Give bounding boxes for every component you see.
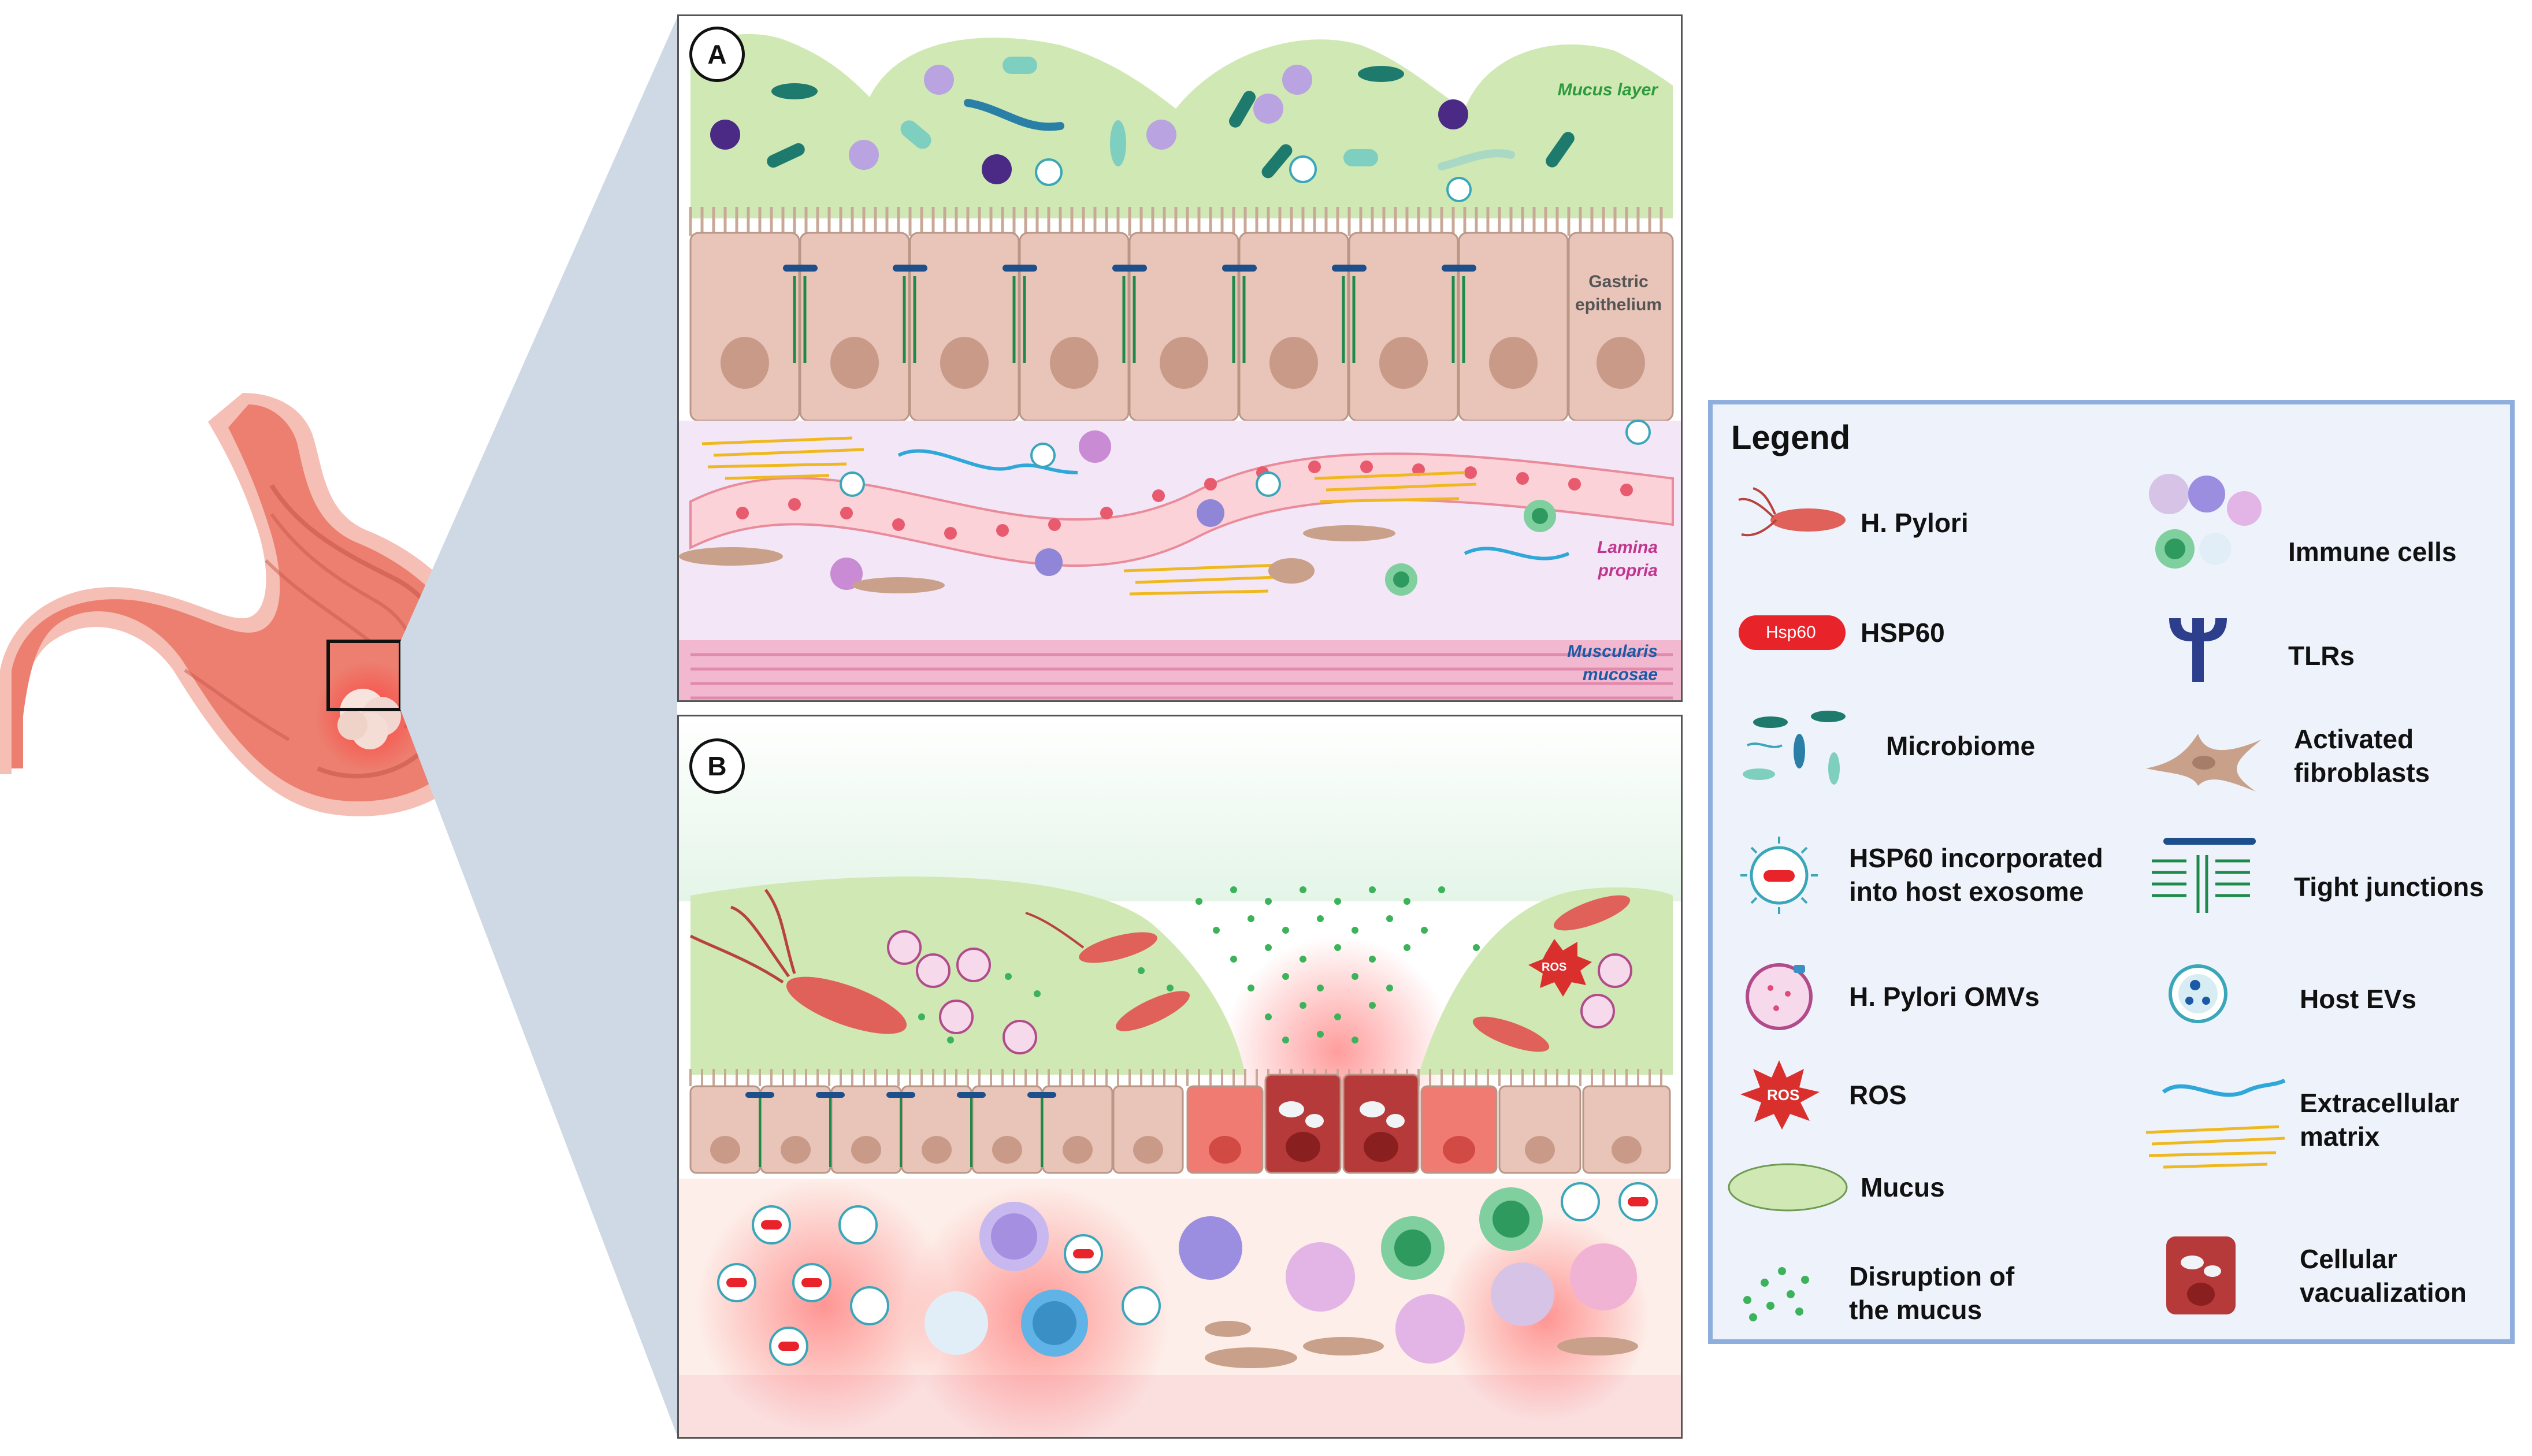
lamina-cells	[679, 419, 1651, 596]
legend-label-ros: ROS	[1849, 1080, 1907, 1110]
legend-label-tlr: TLRs	[2288, 641, 2355, 671]
legend-label-hsp60: HSP60	[1861, 618, 1945, 648]
lamina-propria-label: Lamina propria	[1597, 538, 1658, 580]
tight-junction-icon	[2152, 838, 2256, 913]
tight-junctions	[793, 276, 1465, 363]
mucus-disruption-dots	[918, 886, 1480, 1043]
legend-panel: Legend H. Pylori Hsp60 HSP60 Microbiome …	[1708, 400, 2515, 1344]
immune-cells-icon	[2149, 474, 2262, 569]
vacuolization-icon	[2166, 1236, 2236, 1314]
ecm-icon	[2145, 1078, 2286, 1169]
omv-icon	[1746, 963, 1813, 1030]
legend-label-fibroblast: Activated fibroblasts	[2294, 724, 2430, 788]
gastric-epithelium-label: Gastric epithelium	[1575, 272, 1662, 314]
panel-a-letter: A	[689, 27, 745, 82]
panel-b-drawing	[679, 716, 1681, 1437]
ecm-fiber	[897, 449, 1078, 474]
extracellular-matrix	[701, 436, 1477, 596]
mucus-layer-label: Mucus layer	[1557, 80, 1658, 99]
legend-title: Legend	[1731, 419, 1851, 456]
panel-a: A Mucus layer Gastric epithelium Lamina …	[677, 14, 1683, 702]
activated-fibroblasts	[1205, 1321, 1638, 1368]
stomach-illustration	[0, 393, 497, 816]
hsp60-icon	[1739, 615, 1846, 650]
legend-label-hsp60-exosome: HSP60 incorporated into host exosome	[1849, 843, 2103, 907]
legend-label-mucus-disruption: Disruption of the mucus	[1849, 1261, 2015, 1325]
omv-cluster	[887, 930, 1632, 1054]
legend-label-vacuolization: Cellular vacualization	[2300, 1244, 2467, 1308]
legend-label-mucus: Mucus	[1861, 1172, 1945, 1202]
ros-badge-text: ROS	[1767, 1086, 1800, 1104]
ros-burst	[1528, 939, 1592, 997]
zoom-wedge	[400, 17, 677, 1436]
panel-a-drawing	[679, 34, 1681, 700]
ros-icon	[1740, 1060, 1820, 1130]
legend-label-ecm: Extracellular matrix	[2300, 1088, 2460, 1152]
h-pylori-icon	[1738, 487, 1846, 537]
gastric-epithelium-cells	[689, 232, 1674, 422]
panel-b-letter: B	[689, 738, 745, 794]
panel-b: B ROS	[677, 715, 1683, 1439]
legend-label-omv: H. Pylori OMVs	[1849, 982, 2040, 1012]
tlr-icon	[2169, 618, 2227, 682]
ros-label: ROS	[1542, 961, 1567, 974]
legend-label-host-evs: Host EVs	[2300, 984, 2416, 1014]
muscularis-mucosae-label: Muscularis mucosae	[1567, 642, 1658, 684]
fibroblast-icon	[2146, 734, 2262, 792]
immune-cells	[925, 1187, 1637, 1364]
mucus-disruption-icon	[1743, 1267, 1809, 1321]
hsp60-badge-text: Hsp60	[1766, 623, 1816, 642]
h-pylori-bacteria	[689, 889, 1631, 1052]
legend-label-microbiome: Microbiome	[1886, 731, 2036, 761]
microbiome-icon	[1743, 711, 1846, 785]
microbiome-cluster	[710, 57, 1575, 202]
legend-label-h-pylori: H. Pylori	[1861, 508, 1969, 538]
mucus-icon	[1728, 1163, 1848, 1212]
legend-label-tight-junctions: Tight junctions	[2294, 872, 2484, 902]
host-ev-icon	[2169, 964, 2227, 1023]
hsp60-exosomes	[717, 1182, 1658, 1366]
hsp60-exosome-icon	[1740, 837, 1818, 914]
legend-label-immune-cells: Immune cells	[2288, 537, 2457, 567]
